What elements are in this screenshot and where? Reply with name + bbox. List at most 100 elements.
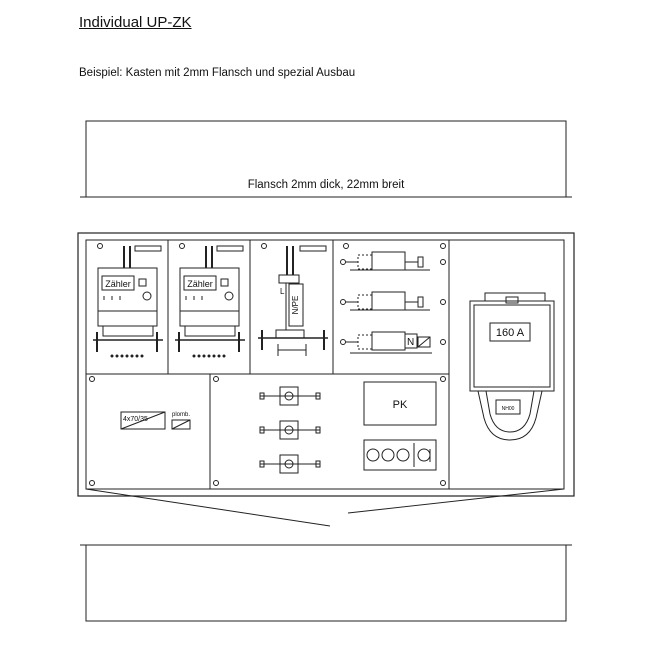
label-strip	[299, 245, 327, 252]
fuse-box-hood	[477, 390, 543, 441]
fuse-icon	[284, 459, 294, 469]
meter-led	[220, 278, 229, 287]
screw	[440, 480, 446, 486]
terminal-label: N/PE	[291, 296, 300, 315]
screw	[440, 299, 446, 305]
cable-diagonal	[120, 411, 166, 430]
panel-inner	[85, 239, 565, 490]
breaker-handle	[417, 256, 424, 268]
meter-display	[101, 275, 135, 291]
screw	[340, 339, 346, 345]
breaker-body	[371, 251, 406, 271]
fuse-clip	[315, 460, 321, 468]
fuse-base-3	[259, 454, 321, 474]
breaker-cap	[357, 334, 373, 350]
seal-label: plomb.	[172, 412, 190, 418]
fuse-box-body	[469, 300, 555, 392]
meter-body	[97, 267, 158, 327]
fuse-tag-label: NH00	[502, 406, 515, 412]
bottom-flange-outline	[85, 544, 567, 622]
bottom-flange	[80, 544, 572, 622]
meter-body	[179, 267, 240, 327]
screw	[343, 243, 349, 249]
fuse-box-hood-inner	[485, 390, 535, 433]
fuse-clip	[315, 426, 321, 434]
screw	[213, 376, 219, 382]
screw	[97, 243, 103, 249]
label-strip	[216, 245, 244, 252]
fuse-rating: 160 A	[496, 327, 525, 339]
screw	[213, 480, 219, 486]
screw	[89, 376, 95, 382]
fuse-base-2	[259, 420, 321, 440]
seal-diagonal	[171, 419, 191, 430]
flange-label: Flansch 2mm dick, 22mm breit	[248, 179, 405, 191]
cable-label: 4x70/35	[123, 416, 148, 423]
meter-display	[183, 275, 217, 291]
npe-terminal	[288, 283, 304, 327]
fuse-bases	[259, 386, 321, 474]
breaker-cap	[357, 294, 373, 310]
breaker-column: N	[340, 251, 446, 354]
screw	[440, 339, 446, 345]
breaker-handle-cross	[417, 336, 431, 348]
page-title: Individual UP-ZK	[79, 14, 192, 31]
fuse-clip	[259, 392, 265, 400]
rating-box	[489, 322, 531, 342]
meter-2: Zähler	[175, 245, 245, 358]
terminal-block	[102, 325, 154, 337]
clamp	[278, 274, 300, 284]
fuse-box-frame	[473, 304, 551, 388]
meter-led	[138, 278, 147, 287]
main-fuse-box: 160 A NH00	[469, 292, 555, 441]
top-flange: Flansch 2mm dick, 22mm breit	[80, 120, 572, 198]
fuse-clip	[259, 460, 265, 468]
pk-area: PK	[363, 381, 437, 471]
socket-icon	[396, 448, 410, 462]
cable-box	[120, 411, 166, 430]
meter-label: Zähler	[105, 279, 131, 289]
terminal-block	[184, 325, 236, 337]
socket-icon	[366, 448, 380, 462]
screw	[89, 480, 95, 486]
fuse-box-latch	[505, 296, 519, 304]
breaker-body	[371, 291, 406, 311]
perspective-line	[347, 488, 565, 514]
fuse-holder	[279, 386, 299, 406]
meter-dial-icon	[224, 291, 234, 301]
meter-label: Zähler	[187, 279, 213, 289]
screws	[89, 243, 446, 486]
screw	[440, 243, 446, 249]
terminal-letter: L	[280, 287, 285, 296]
breaker-cap	[357, 254, 373, 270]
page-subtitle: Beispiel: Kasten mit 2mm Flansch und spe…	[79, 67, 356, 79]
label-strip	[134, 245, 162, 252]
meter-dial-icon	[142, 291, 152, 301]
screw	[440, 259, 446, 265]
neutral-terminal	[404, 333, 418, 349]
terminal-module: N/PE L	[258, 245, 328, 356]
fuse-holder	[279, 454, 299, 474]
breaker-1	[340, 251, 446, 271]
breaker-2	[340, 291, 446, 311]
fuse-tag	[495, 399, 521, 415]
fuse-base-1	[259, 386, 321, 406]
screw	[261, 243, 267, 249]
socket-icon	[417, 448, 431, 462]
screw	[340, 259, 346, 265]
fuse-clip	[259, 426, 265, 434]
breaker-body	[371, 331, 406, 351]
screw	[179, 243, 185, 249]
meter-1: Zähler	[93, 245, 163, 358]
seal-box	[171, 419, 191, 430]
screw	[440, 376, 446, 382]
breaker-handle	[417, 296, 424, 308]
terminal-base	[275, 329, 305, 339]
fuse-clip	[315, 392, 321, 400]
breaker-3: N	[340, 331, 446, 354]
perspective-line	[85, 488, 331, 527]
socket-strip	[363, 439, 437, 471]
screw	[340, 299, 346, 305]
pk-label: PK	[393, 399, 408, 411]
